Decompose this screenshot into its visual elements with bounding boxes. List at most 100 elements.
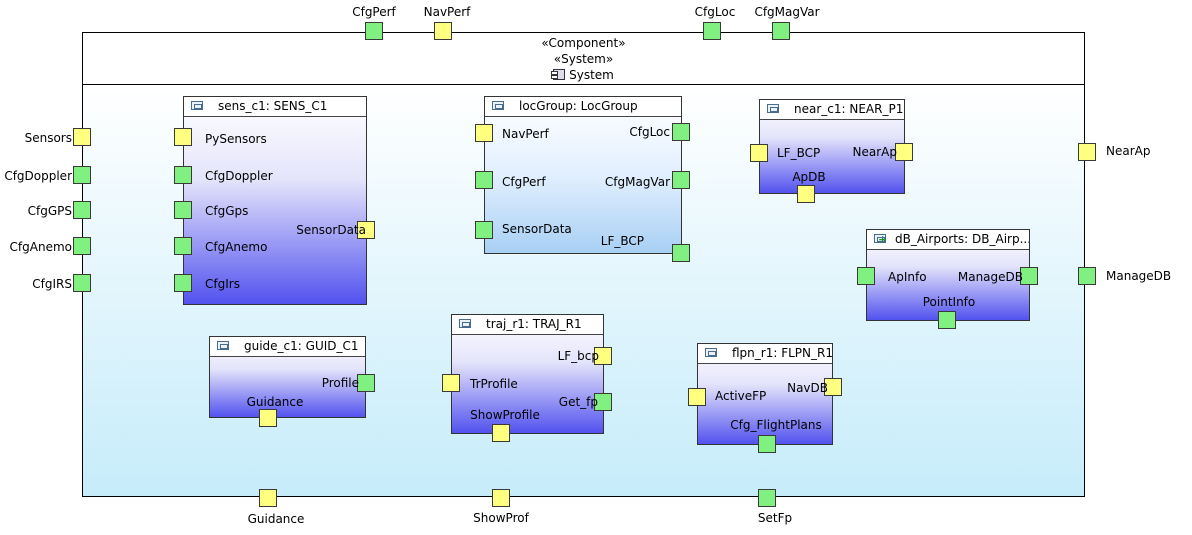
port-sensordata-out[interactable] [357,221,375,239]
port-cfgperf-external[interactable] [365,22,383,40]
part-title: traj_r1: TRAJ_R1 [486,317,582,331]
label-cfgloc: CfgLoc [629,125,670,139]
label-managedb-external: ManageDB [1106,269,1172,283]
label-navperf-external: NavPerf [423,5,471,19]
port-navdb[interactable] [824,378,842,396]
label-cfganemo: CfgAnemo [205,240,268,254]
port-cfggps[interactable] [174,201,192,219]
label-cfgdoppler-external: CfgDoppler [4,169,72,183]
label-lf-bcp-traj: LF_bcp [557,349,599,363]
label-sensordata-in: SensorData [502,222,572,236]
part-icon [217,341,229,350]
label-cfgperf: CfgPerf [502,175,546,189]
port-pointinfo[interactable] [938,311,956,329]
label-lf-bcp-near: LF_BCP [777,146,821,160]
port-guidance[interactable] [259,409,277,427]
system-stereotype-component: «Component» [541,36,626,50]
label-profile: Profile [321,376,359,390]
part-db-airports[interactable]: dB_Airports: DB_Airp... [866,229,1030,321]
part-title: flpn_r1: FLPN_R1 [732,346,832,360]
port-managedb[interactable] [1020,267,1038,285]
label-cfgmagvar-external: CfgMagVar [754,5,820,19]
part-header: near_c1: NEAR_P1 [760,100,904,120]
label-lf-bcp-locgroup: LF_BCP [600,234,644,248]
label-cfgmagvar: CfgMagVar [604,175,670,189]
port-activefp[interactable] [688,388,706,406]
port-navperf[interactable] [475,124,493,142]
port-cfgperf[interactable] [475,171,493,189]
label-managedb: ManageDB [957,270,1023,284]
label-nearap-external: NearAp [1106,144,1151,158]
port-nearap[interactable] [895,143,913,161]
port-managedb-external[interactable] [1078,267,1096,285]
port-cfg-flightplans[interactable] [758,435,776,453]
port-cfgmagvar-external[interactable] [772,22,790,40]
port-cfgloc[interactable] [672,123,690,141]
part-title: dB_Airports: DB_Airp... [895,232,1029,246]
label-pysensors: PySensors [205,132,267,146]
port-apinfo[interactable] [857,267,875,285]
label-navdb: NavDB [787,381,828,395]
system-name-row: System [83,68,1084,82]
system-name: System [569,68,614,82]
port-lf-bcp-near[interactable] [750,144,768,162]
label-showprof-external: ShowProf [473,511,529,525]
part-title: near_c1: NEAR_P1 [794,102,904,116]
port-profile[interactable] [357,374,375,392]
port-cfgirs[interactable] [174,274,192,292]
database-part-icon [874,230,887,249]
port-sensors-external[interactable] [73,128,91,146]
part-header: locGroup: LocGroup [485,97,681,117]
part-icon [705,348,717,357]
part-header: flpn_r1: FLPN_R1 [698,344,832,364]
port-get-fp[interactable] [594,393,612,411]
label-trprofile: TrProfile [470,377,518,391]
label-apdb: ApDB [792,170,826,184]
port-cfgdoppler[interactable] [174,166,192,184]
port-setfp-external[interactable] [758,489,776,507]
port-pysensors[interactable] [174,128,192,146]
port-cfgloc-external[interactable] [703,22,721,40]
port-sensordata-in[interactable] [475,221,493,239]
port-cfggps-external[interactable] [73,201,91,219]
part-icon [767,104,779,113]
part-header: traj_r1: TRAJ_R1 [452,315,603,335]
part-title: sens_c1: SENS_C1 [218,99,328,113]
port-showprof-external[interactable] [492,489,510,507]
port-cfganemo[interactable] [174,237,192,255]
port-showprofile[interactable] [492,424,510,442]
port-cfganemo-external[interactable] [73,237,91,255]
system-header: «Component» «System» System [83,33,1084,85]
label-navperf: NavPerf [502,127,549,141]
part-guide-c1[interactable]: guide_c1: GUID_C1 [209,336,366,418]
port-cfgirs-external[interactable] [73,274,91,292]
part-icon [492,101,504,110]
part-near-c1[interactable]: near_c1: NEAR_P1 [759,99,905,194]
label-nearap: NearAp [852,145,897,159]
port-navperf-external[interactable] [434,22,452,40]
port-apdb[interactable] [797,185,815,203]
port-nearap-external[interactable] [1078,143,1096,161]
port-lf-bcp-locgroup[interactable] [672,244,690,262]
part-traj-r1[interactable]: traj_r1: TRAJ_R1 [451,314,604,434]
label-guidance: Guidance [246,395,304,409]
label-cfgloc-external: CfgLoc [694,5,736,19]
label-activefp: ActiveFP [715,389,767,403]
port-cfgmagvar[interactable] [672,171,690,189]
part-sens-c1[interactable]: sens_c1: SENS_C1 [183,96,367,305]
port-cfgdoppler-external[interactable] [73,166,91,184]
part-flpn-r1[interactable]: flpn_r1: FLPN_R1 [697,343,833,445]
label-cfgirs-external: CfgIRS [32,277,72,291]
label-get-fp: Get_fp [558,395,598,409]
label-apinfo: ApInfo [888,270,927,284]
system-stereotype-system: «System» [553,52,614,66]
part-locgroup[interactable]: locGroup: LocGroup [484,96,682,254]
label-cfgdoppler: CfgDoppler [205,169,273,183]
label-setfp-external: SetFp [757,511,793,525]
label-cfg-flightplans: Cfg_FlightPlans [730,418,822,432]
label-pointinfo: PointInfo [922,295,976,309]
port-lf-bcp-traj[interactable] [594,347,612,365]
port-guidance-external[interactable] [259,489,277,507]
part-icon [459,319,471,328]
port-trprofile[interactable] [442,374,460,392]
